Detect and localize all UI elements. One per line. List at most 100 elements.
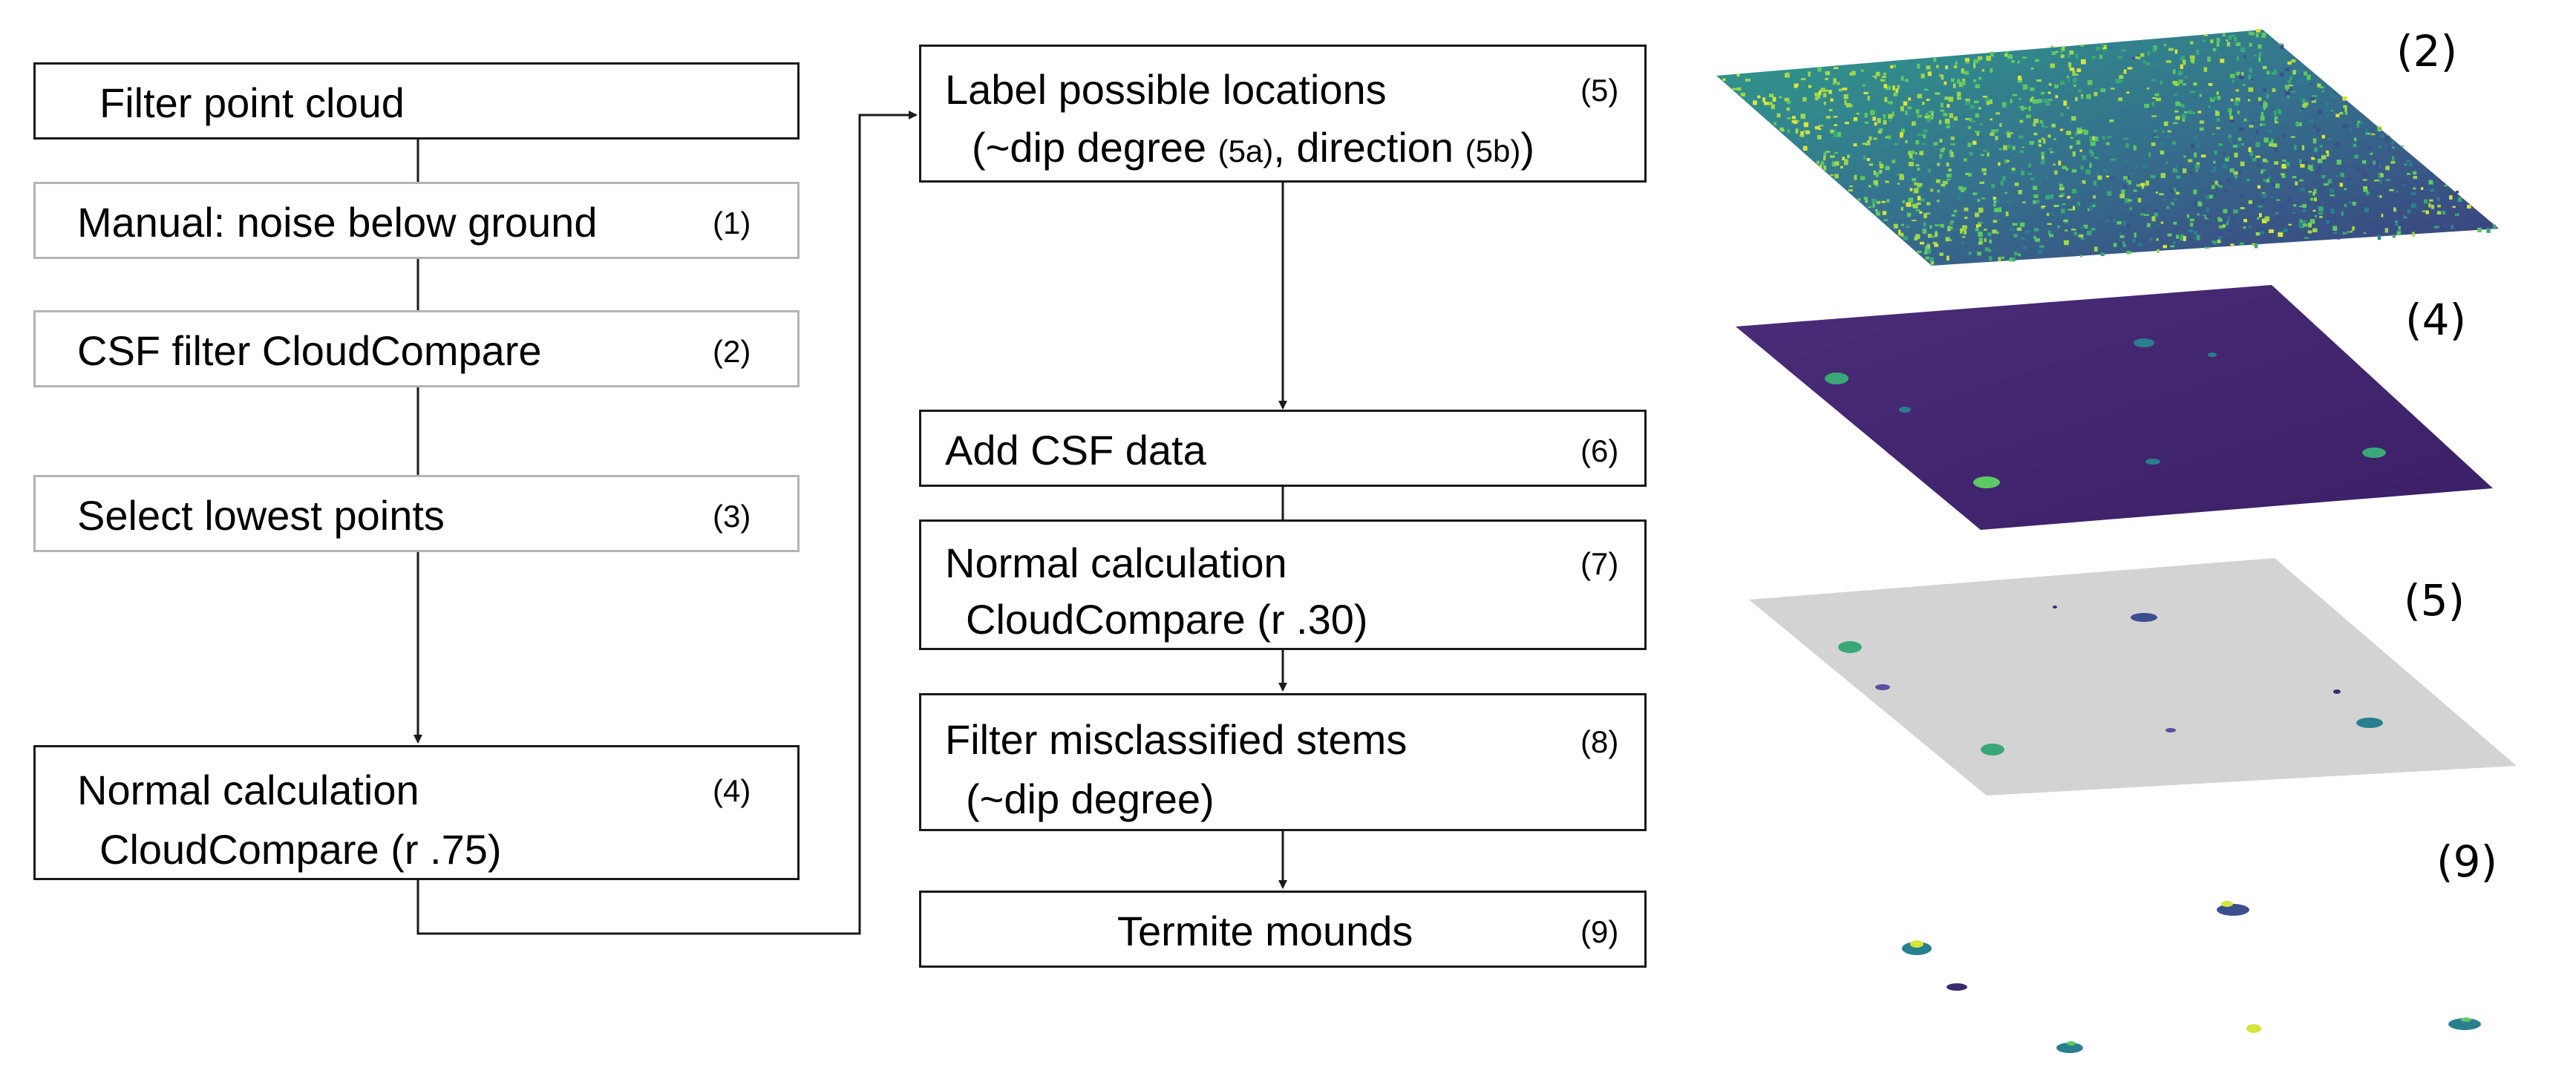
- step-number: (4): [713, 773, 751, 808]
- speckle-point: [2310, 97, 2315, 101]
- speckle-point: [2261, 123, 2266, 126]
- speckle-point: [2096, 46, 2101, 50]
- speckle-point: [2260, 111, 2263, 116]
- speckle-point: [1991, 129, 1995, 133]
- speckle-point: [1981, 69, 1985, 72]
- speckle-point: [2429, 180, 2433, 184]
- speckle-point: [1933, 142, 1938, 145]
- speckle-point: [2028, 105, 2031, 111]
- speckle-point: [2152, 47, 2156, 52]
- speckle-point: [2410, 192, 2416, 195]
- speckle-point: [1866, 158, 1870, 161]
- speckle-point: [2284, 226, 2289, 229]
- panel-2: [1716, 29, 2499, 266]
- speckle-point: [2228, 137, 2232, 142]
- speckle-point: [2105, 175, 2109, 178]
- speckle-point: [1779, 96, 1782, 99]
- speckle-point: [2240, 161, 2245, 166]
- speckle-point: [2035, 59, 2039, 62]
- speckle-point: [2298, 159, 2302, 164]
- speckle-point: [2280, 44, 2284, 50]
- speckle-point: [2073, 78, 2077, 83]
- speckle-point: [2227, 108, 2231, 111]
- speckle-point: [1930, 188, 1933, 192]
- speckle-point: [2172, 69, 2176, 74]
- speckle-point: [1874, 209, 1878, 212]
- speckle-point: [2271, 71, 2276, 75]
- speckle-point: [2326, 115, 2330, 117]
- speckle-point: [2330, 188, 2335, 193]
- speckle-point: [1946, 104, 1950, 108]
- speckle-point: [2217, 217, 2221, 219]
- speckle-point: [2363, 232, 2367, 235]
- speckle-point: [2407, 209, 2411, 214]
- speckle-point: [2437, 204, 2441, 208]
- speckle-point: [2275, 77, 2281, 82]
- speckle-point: [2339, 112, 2344, 115]
- speckle-point: [2013, 234, 2018, 238]
- speckle-point: [2045, 101, 2050, 106]
- speckle-point: [1828, 109, 1833, 111]
- speckle-point: [1937, 189, 1941, 193]
- speckle-point: [1889, 118, 1892, 122]
- speckle-point: [2180, 56, 2185, 61]
- speckle-point: [2301, 145, 2304, 151]
- speckle-point: [2018, 135, 2024, 139]
- speckle-point: [1908, 162, 1914, 167]
- speckle-point: [2352, 226, 2355, 231]
- speckle-point: [1817, 135, 1822, 140]
- speckle-point: [2216, 38, 2220, 42]
- speckle-point: [2223, 224, 2226, 228]
- speckle-point: [1867, 96, 1870, 101]
- speckle-point: [2199, 120, 2205, 124]
- speckle-point: [2333, 92, 2336, 94]
- speckle-point: [2087, 79, 2093, 85]
- speckle-point: [2024, 139, 2029, 145]
- speckle-point: [2336, 235, 2341, 240]
- speckle-point: [2045, 194, 2050, 200]
- speckle-point: [2246, 178, 2250, 181]
- panel-4-peaks: [1825, 338, 2386, 488]
- speckle-point: [1999, 122, 2002, 127]
- speckle-point: [1917, 63, 1920, 69]
- speckle-point: [2175, 102, 2181, 106]
- speckle-point: [1984, 229, 1987, 231]
- speckle-point: [2041, 92, 2045, 95]
- speckle-point: [2392, 156, 2395, 161]
- speckle-point: [1834, 161, 1840, 166]
- speckle-point: [1955, 61, 1958, 65]
- speckle-point: [2236, 143, 2241, 148]
- speckle-point: [2216, 127, 2220, 130]
- speckle-point: [1802, 96, 1807, 102]
- speckle-point: [1918, 133, 1923, 136]
- speckle-point: [1982, 171, 1985, 174]
- speckle-point: [1981, 197, 1986, 200]
- box-label-line1: Filter misclassified stems: [945, 716, 1408, 763]
- speckle-point: [2058, 74, 2062, 78]
- speckle-point: [1866, 140, 1871, 144]
- speckle-point: [1786, 73, 1790, 77]
- speckle-point: [2007, 132, 2011, 138]
- speckle-point: [2125, 143, 2129, 148]
- speckle-point: [2213, 160, 2216, 164]
- speckle-point: [1909, 188, 1913, 191]
- panel-9: [1902, 901, 2481, 1053]
- speckle-point: [2235, 42, 2241, 47]
- speckle-point: [2037, 99, 2042, 103]
- speckle-point: [1977, 252, 1981, 256]
- speckle-point: [1900, 132, 1903, 138]
- speckle-point: [2111, 158, 2116, 161]
- speckle-point: [1763, 102, 1769, 105]
- speckle-point: [2102, 46, 2106, 49]
- speckle-point: [2402, 179, 2407, 185]
- speckle-point: [2003, 145, 2007, 151]
- speckle-point: [1825, 116, 1831, 119]
- speckle-point: [1978, 107, 1981, 110]
- mound-peak: [1825, 373, 1848, 384]
- speckle-point: [2385, 165, 2390, 171]
- speckle-point: [2291, 59, 2296, 63]
- speckle-point: [2113, 85, 2118, 89]
- speckle-point: [2012, 257, 2016, 262]
- speckle-point: [2248, 147, 2252, 152]
